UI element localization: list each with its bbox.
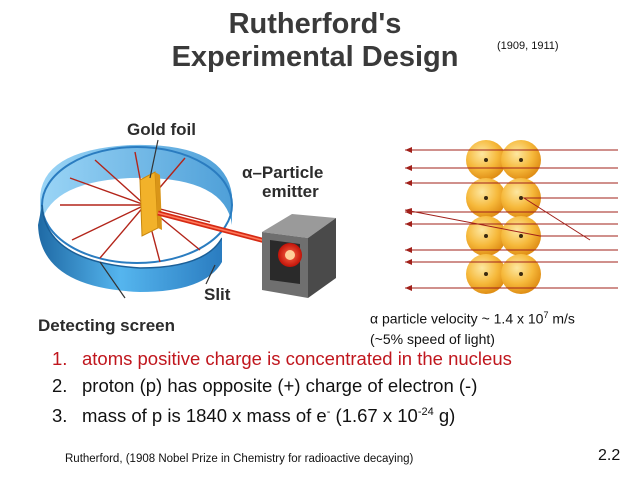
gold-foil <box>139 171 162 237</box>
title-line-2: Experimental Design <box>171 41 459 73</box>
emitter-label-line1: α–Particle <box>242 163 324 182</box>
alpha-symbol: α <box>370 310 379 327</box>
velocity-line-1: α particle velocity ~ 1.4 x 107 m/s <box>370 310 575 327</box>
list-item: 3.mass of p is 1840 x mass of e- (1.67 x… <box>52 405 456 427</box>
slide-title: Rutherford's Experimental Design <box>150 8 480 74</box>
slide-number: 2.2 <box>598 447 621 464</box>
slit-label: Slit <box>204 285 231 304</box>
findings-list: 1.atoms positive charge is concentrated … <box>52 345 512 429</box>
title-line-1: Rutherford's <box>228 8 402 40</box>
velocity-note: α particle velocity ~ 1.4 x 107 m/s (~5%… <box>370 305 575 349</box>
list-item: 1.atoms positive charge is concentrated … <box>52 348 512 369</box>
gold-foil-label: Gold foil <box>127 120 196 139</box>
emitter-label-line2: emitter <box>262 182 319 201</box>
detecting-screen-ring <box>38 144 233 292</box>
particle-paths <box>404 149 618 289</box>
scattered-rays <box>60 151 211 263</box>
dates-label: (1909, 1911) <box>497 40 559 52</box>
gold-atom-grid <box>466 140 541 294</box>
detecting-screen-label: Detecting screen <box>38 316 175 335</box>
alpha-emitter-label: α–Particle emitter <box>242 163 323 201</box>
alpha-emitter-box <box>262 214 336 298</box>
list-item: 2.proton (p) has opposite (+) charge of … <box>52 375 478 396</box>
velocity-line-2: (~5% speed of light) <box>370 330 495 347</box>
path-arrowheads <box>405 147 412 291</box>
footer-note: Rutherford, (1908 Nobel Prize in Chemist… <box>65 453 414 465</box>
label-pointers <box>99 139 216 299</box>
